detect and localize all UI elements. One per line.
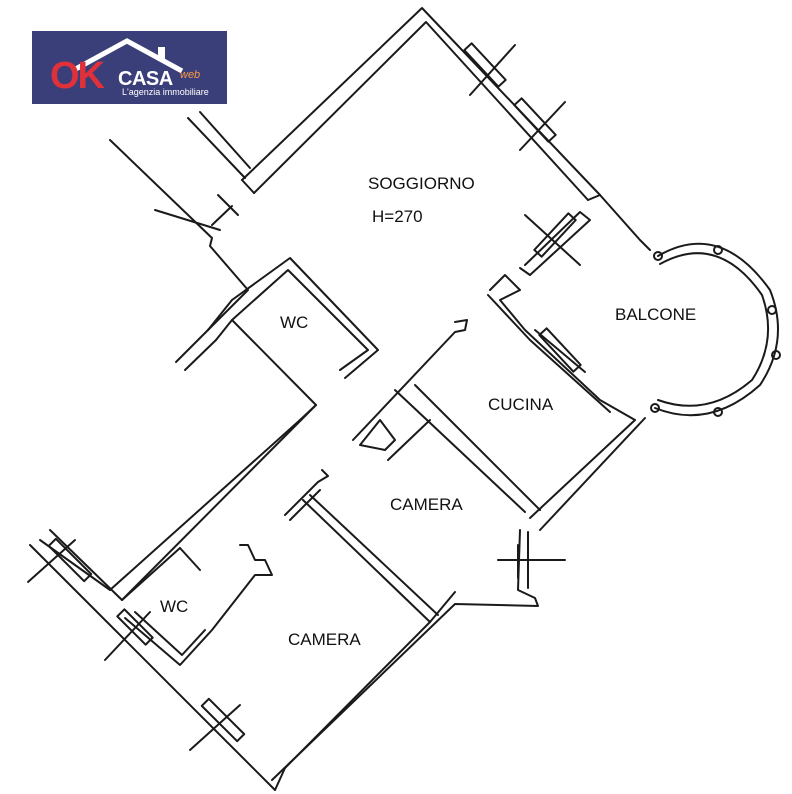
house-roof-icon: [70, 38, 184, 74]
room-label-balcone: BALCONE: [615, 305, 696, 324]
room-label-cucina: CUCINA: [488, 395, 554, 414]
kitchen-walls: [487, 194, 651, 531]
logo-tagline: L'agenzia immobiliare: [122, 87, 209, 97]
outer-wall-top: [241, 7, 601, 201]
entrance-walls: [109, 111, 251, 371]
room-label-wc-top: WC: [280, 313, 308, 332]
wc-bottom-walls: [121, 544, 273, 666]
room-label-wc-bottom: WC: [160, 597, 188, 616]
windows: [27, 42, 586, 751]
room-label-camera-bottom: CAMERA: [288, 630, 361, 649]
room-label-soggiorno: SOGGIORNO: [368, 174, 475, 193]
logo-web-text: web: [180, 69, 201, 81]
room-label-camera-middle: CAMERA: [390, 495, 463, 514]
room-height-label: H=270: [372, 207, 423, 226]
camera-walls: [271, 469, 566, 781]
agency-logo: OK CASA web L'agenzia immobiliare: [32, 31, 227, 104]
logo-casa-text: CASA: [118, 68, 173, 90]
balcony-railing: [650, 242, 781, 417]
wc-top-walls: [207, 257, 379, 421]
corridor-walls: [109, 319, 541, 601]
logo-ok-text: OK: [50, 55, 105, 97]
